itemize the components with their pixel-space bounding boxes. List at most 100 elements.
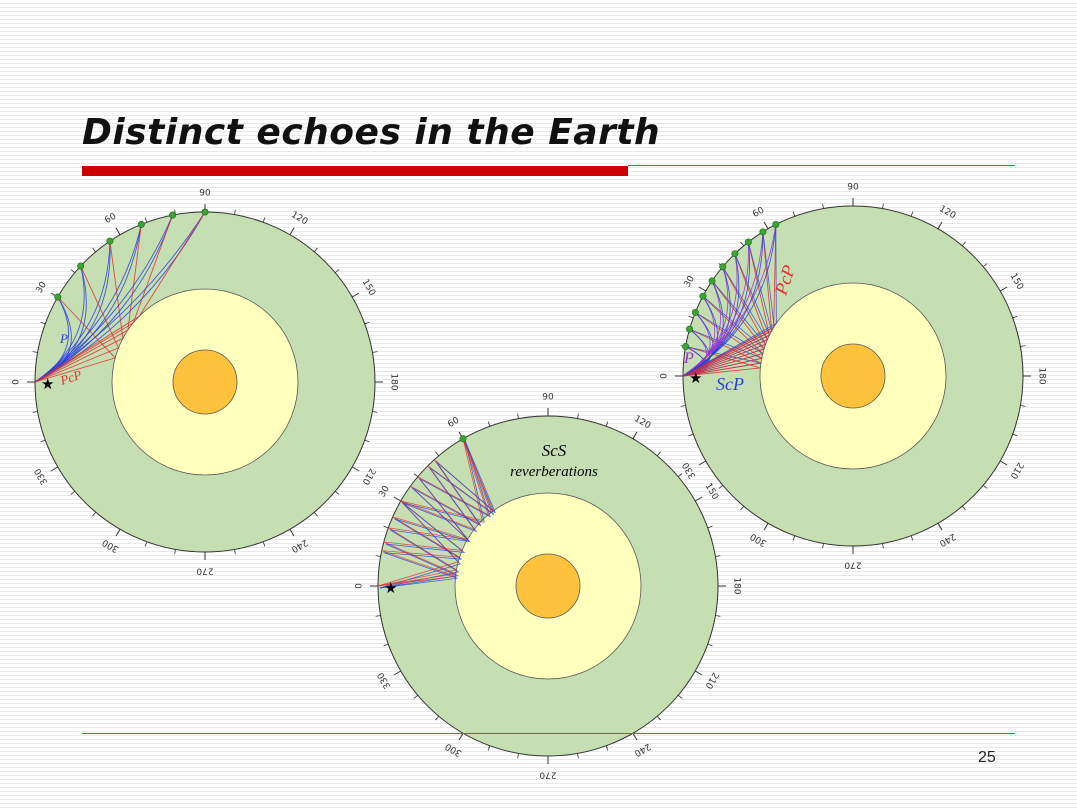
minor-tick <box>605 745 609 751</box>
stations-diagram-3 <box>682 221 780 350</box>
station-marker <box>699 292 707 300</box>
major-tick <box>937 522 943 531</box>
minor-tick <box>792 535 796 541</box>
stations-diagram-1 <box>54 208 209 301</box>
ray-path <box>682 231 773 377</box>
minor-tick <box>92 511 97 517</box>
ray-path <box>682 224 777 377</box>
label-p: P <box>683 350 694 367</box>
tick-label: 180 <box>389 373 399 390</box>
major-tick <box>698 286 707 292</box>
ray-path <box>34 224 142 383</box>
minor-tick <box>144 217 148 223</box>
minor-tick <box>656 451 661 457</box>
minor-tick <box>715 615 721 617</box>
minor-tick <box>680 405 686 407</box>
source-star: ★ <box>689 370 702 387</box>
major-tick <box>289 528 295 537</box>
minor-tick <box>961 241 966 247</box>
minor-tick <box>262 541 266 547</box>
minor-tick <box>487 745 491 751</box>
page-number: 25 <box>978 749 996 766</box>
tick-label: 300 <box>101 536 121 553</box>
ray-path <box>682 224 777 377</box>
ray-path <box>379 440 495 589</box>
minor-tick <box>313 247 318 253</box>
major-tick <box>999 286 1008 292</box>
minor-tick <box>383 643 389 647</box>
tick-label: 180 <box>1037 367 1047 384</box>
minor-tick <box>517 413 519 419</box>
minor-tick <box>688 433 694 437</box>
minor-tick <box>605 421 609 427</box>
title-underline-bar <box>82 166 628 176</box>
tick-label: 120 <box>937 204 957 221</box>
minor-tick <box>910 211 914 217</box>
minor-tick <box>40 439 46 443</box>
tick-label: 210 <box>702 670 719 690</box>
minor-tick <box>677 694 683 699</box>
station-marker <box>708 277 716 285</box>
ray-path <box>379 440 496 589</box>
tick-label: 60 <box>103 211 118 226</box>
minor-tick <box>1012 433 1018 437</box>
tick-label: 30 <box>683 274 698 289</box>
tick-label: 90 <box>847 183 859 193</box>
minor-tick <box>1020 345 1026 347</box>
tick-label: 300 <box>444 740 464 757</box>
ray-path <box>682 266 767 377</box>
minor-tick <box>32 351 38 353</box>
ray-path <box>682 311 763 377</box>
source-star: ★ <box>41 376 54 393</box>
major-tick <box>999 460 1008 466</box>
minor-tick <box>435 451 440 457</box>
minor-tick <box>656 715 661 721</box>
ray-path <box>34 211 206 383</box>
tick-label: 330 <box>376 670 393 690</box>
station-marker <box>686 325 694 333</box>
source-star: ★ <box>384 580 397 597</box>
minor-tick <box>882 543 884 549</box>
station-marker <box>169 211 177 219</box>
ray-paths-diagram-1 <box>34 211 206 383</box>
tick-label: 240 <box>289 537 309 554</box>
minor-tick <box>688 315 694 319</box>
minor-tick <box>375 555 381 557</box>
major-tick <box>937 221 943 230</box>
tick-label: 330 <box>33 466 50 486</box>
major-tick <box>458 732 464 741</box>
major-tick <box>351 292 360 298</box>
major-tick <box>632 732 638 741</box>
minor-tick <box>383 525 389 529</box>
station-marker <box>719 263 727 271</box>
minor-tick <box>707 525 713 529</box>
minor-tick <box>334 490 340 495</box>
minor-tick <box>961 505 966 511</box>
station-marker <box>772 221 780 229</box>
tick-label: 180 <box>732 577 742 594</box>
major-tick <box>393 670 402 676</box>
minor-tick <box>375 615 381 617</box>
minor-tick <box>1012 315 1018 319</box>
tick-label: 120 <box>289 210 309 227</box>
station-marker <box>682 342 690 350</box>
station-marker <box>137 220 145 228</box>
tick-label: 90 <box>542 393 554 403</box>
minor-tick <box>577 413 579 419</box>
major-tick <box>351 466 360 472</box>
minor-tick <box>715 555 721 557</box>
tick-label: 240 <box>937 531 957 548</box>
major-tick <box>289 227 295 236</box>
minor-tick <box>677 473 683 478</box>
ray-path <box>34 211 206 383</box>
minor-tick <box>413 694 419 699</box>
tick-label: 210 <box>1007 460 1024 480</box>
caption-reverberations: reverberations <box>510 464 598 480</box>
caption-scs: ScS <box>542 441 567 460</box>
tick-label: 60 <box>751 205 766 220</box>
inner-core-disk <box>172 349 238 415</box>
minor-tick <box>70 269 76 274</box>
ray-paths-diagram-2 <box>377 438 496 589</box>
ray-path <box>34 265 120 383</box>
